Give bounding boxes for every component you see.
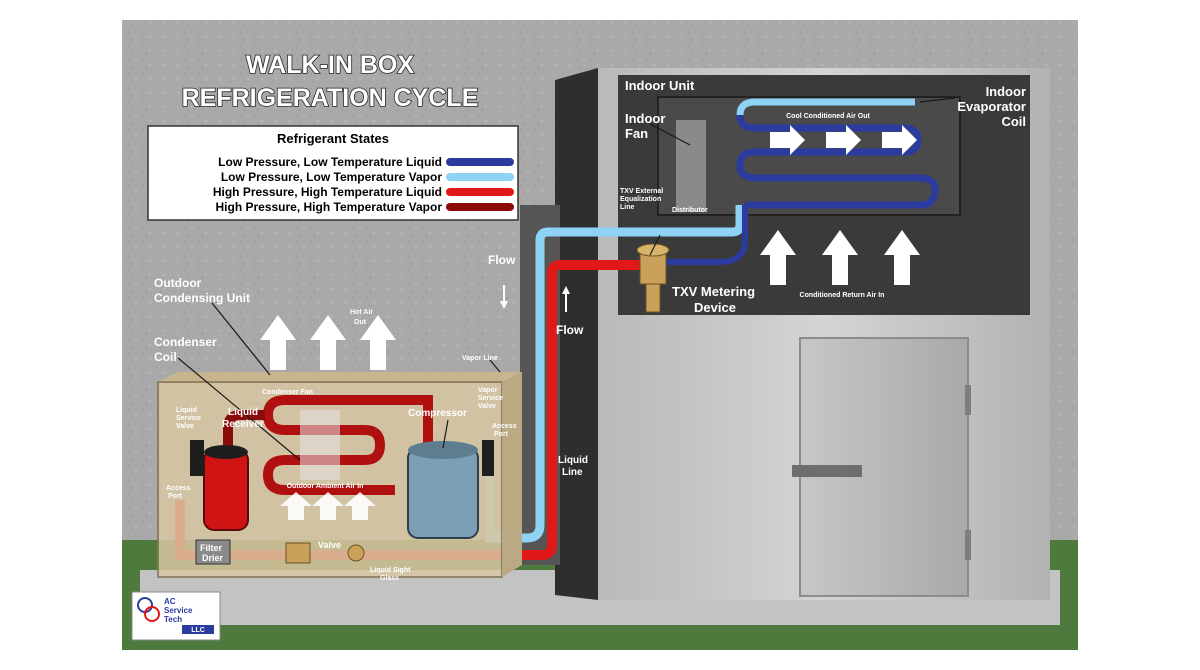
evaporator-coil-vapor (736, 98, 915, 116)
label-hot-air-2: Out (354, 319, 367, 326)
condensing-unit-top (158, 372, 522, 382)
label-txv-bulb-2: Equalization (620, 196, 661, 203)
legend: Refrigerant States Low Pressure, Low Tem… (147, 125, 519, 221)
label-vapor-service-3: Valve (478, 403, 496, 410)
label-txv-2: Device (694, 300, 736, 315)
discharge-line (223, 410, 265, 480)
title-line-1: WALK-IN BOX (246, 51, 414, 79)
vapor-service-valve (482, 440, 494, 476)
label-distributor: Distributor (672, 207, 708, 214)
label-filter-1: Filter (200, 543, 223, 553)
label-liquid-service-1: Liquid (176, 407, 197, 414)
label-outdoor-air-in: Outdoor Ambient Air In (287, 483, 364, 490)
label-flow-1: Flow (488, 253, 516, 267)
logo-line-1: AC (164, 597, 176, 606)
label-indoor-fan-1: Indoor (625, 111, 665, 126)
label-txv-bulb-1: TXV External (620, 188, 663, 195)
logo-line-2: Service (164, 606, 193, 615)
label-condenser-2: Coil (154, 350, 177, 364)
label-return-air-in: Conditioned Return Air In (800, 292, 885, 299)
door-hinge-bottom (965, 530, 971, 560)
outdoor-air-arrows (280, 492, 376, 520)
label-liquid-line-2: Line (562, 467, 583, 478)
label-sight-glass-1: Liquid Sight (370, 567, 411, 574)
label-hot-air-1: Hot Air (350, 309, 373, 316)
vapor-line (485, 205, 745, 543)
liquid-receiver (203, 445, 249, 531)
liquid-line (175, 260, 648, 560)
liquid-service-valve (190, 440, 204, 476)
legend-item-1-label: Low Pressure, Low Temperature Liquid (218, 155, 442, 169)
label-indoor-unit: Indoor Unit (625, 78, 695, 93)
door-handle (792, 465, 862, 477)
legend-item-2-label: Low Pressure, Low Temperature Vapor (221, 170, 443, 184)
callout-lines (177, 97, 956, 461)
label-vapor-line: Vapor Line (462, 355, 498, 362)
walk-in-box-side (555, 68, 598, 600)
ac-service-tech-logo: AC Service Tech LLC (131, 591, 221, 641)
label-access-port-3: Access (492, 423, 517, 430)
label-outdoor-2: Condensing Unit (154, 291, 250, 305)
label-liquid-receiver-2: Receiver (222, 419, 264, 430)
label-indoor-evap-2: Evaporator (957, 99, 1026, 114)
label-valve: Valve (318, 540, 341, 550)
condensing-unit-side (502, 372, 522, 577)
indoor-fan (676, 120, 706, 212)
label-txv-1: TXV Metering (672, 284, 755, 299)
label-liquid-receiver-1: Liquid (228, 407, 258, 418)
evaporator-coil (736, 98, 939, 209)
label-access-port-4: Port (494, 431, 509, 438)
legend-item-3-label: High Pressure, High Temperature Liquid (213, 185, 442, 199)
legend-title: Refrigerant States (277, 131, 389, 146)
label-cool-air-out: Cool Conditioned Air Out (786, 113, 870, 120)
label-indoor-evap-1: Indoor (986, 84, 1026, 99)
condenser-fan (300, 410, 340, 480)
label-vapor-service-1: Vapor (478, 387, 498, 394)
label-vapor-service-2: Service (478, 395, 503, 402)
label-sight-glass-2: Glass (380, 575, 399, 582)
return-air-arrows (760, 230, 920, 285)
compressor (407, 441, 479, 539)
door-hinge-top (965, 385, 971, 415)
label-liquid-service-2: Service (176, 415, 201, 422)
label-liquid-service-3: Valve (176, 423, 194, 430)
sight-glass (347, 544, 365, 562)
cool-air-arrows (770, 125, 917, 155)
txv-valve (636, 243, 670, 313)
logo-line-4: LLC (191, 627, 205, 634)
label-indoor-fan-2: Fan (625, 126, 648, 141)
solenoid-valve (285, 542, 311, 564)
condenser-coil (262, 395, 433, 495)
label-filter-2: Drier (202, 553, 224, 563)
label-txv-bulb-3: Line (620, 204, 634, 211)
filter-drier (195, 539, 231, 565)
label-access-port-2: Port (168, 493, 183, 500)
label-condenser-1: Condenser (154, 335, 217, 349)
label-condenser-fan: Condenser Fan (262, 389, 313, 396)
label-liquid-line-1: Liquid (558, 455, 588, 466)
title-line-2: REFRIGERATION CYCLE (182, 84, 479, 112)
hot-air-arrows (260, 315, 396, 370)
legend-item-4-label: High Pressure, High Temperature Vapor (215, 200, 442, 214)
label-indoor-evap-3: Coil (1001, 114, 1026, 129)
indoor-unit-inner (657, 96, 961, 216)
label-access-port-1: Access (166, 485, 191, 492)
label-flow-2: Flow (556, 323, 584, 337)
label-outdoor-1: Outdoor (154, 276, 202, 290)
label-compressor: Compressor (408, 408, 467, 419)
logo-line-3: Tech (164, 615, 182, 624)
txv-outlet-line (662, 205, 748, 265)
